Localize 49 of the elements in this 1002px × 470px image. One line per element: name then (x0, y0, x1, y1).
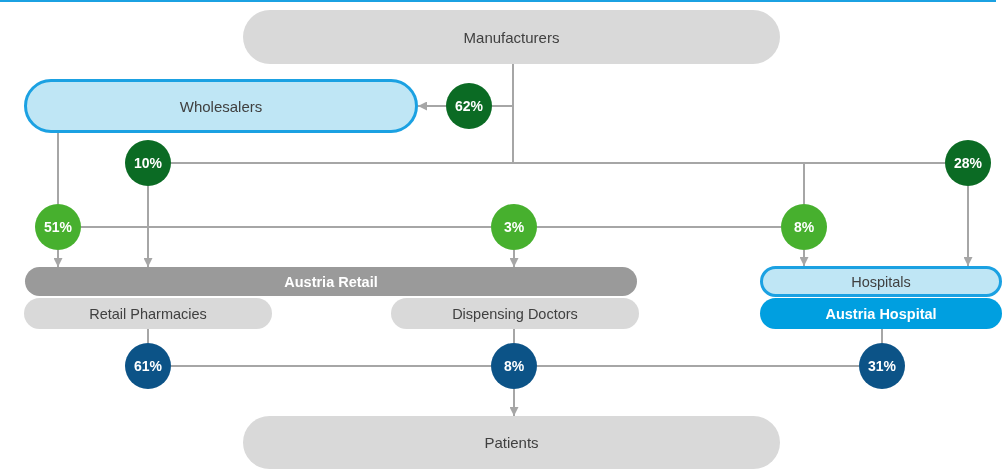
process-pill (24, 79, 418, 133)
percentage-circle (125, 140, 171, 186)
connector-line (513, 328, 515, 344)
node-label: Wholesalers (179, 97, 263, 115)
percentage-circle (859, 343, 905, 389)
arrow (53, 249, 63, 268)
node-label: Patients (484, 434, 539, 451)
connector-line (881, 328, 883, 344)
node-label: Dispensing Doctors (452, 305, 578, 322)
process-pill (760, 298, 1002, 329)
connector-line (536, 226, 782, 228)
arrow (963, 185, 973, 267)
connector-line (170, 365, 492, 367)
arrow (509, 249, 519, 268)
arrow (799, 249, 809, 267)
connector-line (57, 132, 59, 205)
process-pill (243, 10, 780, 64)
percentage-circle (945, 140, 991, 186)
percentage-label: 3% (503, 219, 525, 235)
process-pill (24, 298, 272, 329)
process-pill (243, 416, 780, 469)
process-pill (391, 298, 639, 329)
band-label: Austria Retail (284, 273, 378, 290)
process-pill (760, 266, 1002, 297)
node-label: Hospitals (851, 273, 911, 290)
arrow (143, 185, 153, 268)
connector-line (80, 226, 492, 228)
percentage-label: 10% (134, 155, 162, 171)
percentage-circle (35, 204, 81, 250)
percentage-label: 8% (503, 358, 525, 374)
percentage-label: 51% (44, 219, 72, 235)
arrow (509, 388, 519, 417)
node-label: Retail Pharmacies (89, 305, 207, 322)
percentage-circle (446, 83, 492, 129)
percentage-circle (781, 204, 827, 250)
arrow (417, 101, 447, 111)
percentage-label: 61% (134, 358, 162, 374)
group-band (25, 267, 637, 296)
percentage-label: 28% (954, 155, 982, 171)
node-label: Austria Hospital (825, 305, 937, 322)
connector-line (147, 328, 149, 344)
node-label: Manufacturers (463, 28, 560, 46)
percentage-label: 31% (868, 358, 896, 374)
percentage-circle (491, 204, 537, 250)
percentage-circle (125, 343, 171, 389)
percentage-circle (491, 343, 537, 389)
connector-line (536, 365, 860, 367)
percentage-label: 8% (793, 219, 815, 235)
percentage-label: 62% (455, 98, 483, 114)
